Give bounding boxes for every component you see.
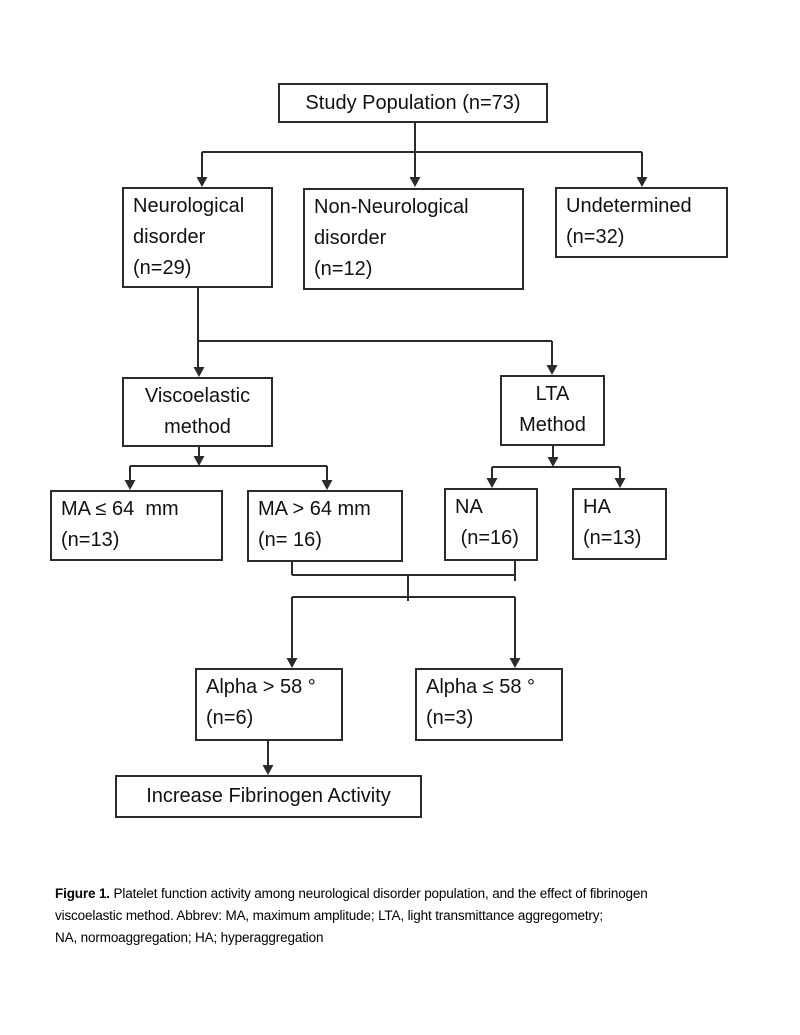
node-study-population: Study Population (n=73) — [278, 83, 548, 123]
node-ma-le-64mm: MA ≤ 64 mm (n=13) — [50, 490, 223, 561]
node-alpha-gt-58: Alpha > 58 ° (n=6) — [195, 668, 343, 741]
figure-caption-label: Figure 1. — [55, 886, 110, 901]
node-viscoelastic-method: Viscoelastic method — [122, 377, 273, 447]
figure-caption-text: Platelet function activity among neurolo… — [55, 886, 648, 945]
node-non-neurological-disorder: Non-Neurological disorder (n=12) — [303, 188, 524, 290]
node-ha: HA (n=13) — [572, 488, 667, 560]
node-na: NA (n=16) — [444, 488, 538, 561]
node-lta-method: LTA Method — [500, 375, 605, 446]
figure-caption: Figure 1. Platelet function activity amo… — [55, 883, 775, 949]
node-ma-gt-64mm: MA > 64 mm (n= 16) — [247, 490, 403, 562]
node-undetermined: Undetermined (n=32) — [555, 187, 728, 258]
node-alpha-le-58: Alpha ≤ 58 ° (n=3) — [415, 668, 563, 741]
node-neurological-disorder: Neurological disorder (n=29) — [122, 187, 273, 288]
node-increase-fibrinogen-activity: Increase Fibrinogen Activity — [115, 775, 422, 818]
